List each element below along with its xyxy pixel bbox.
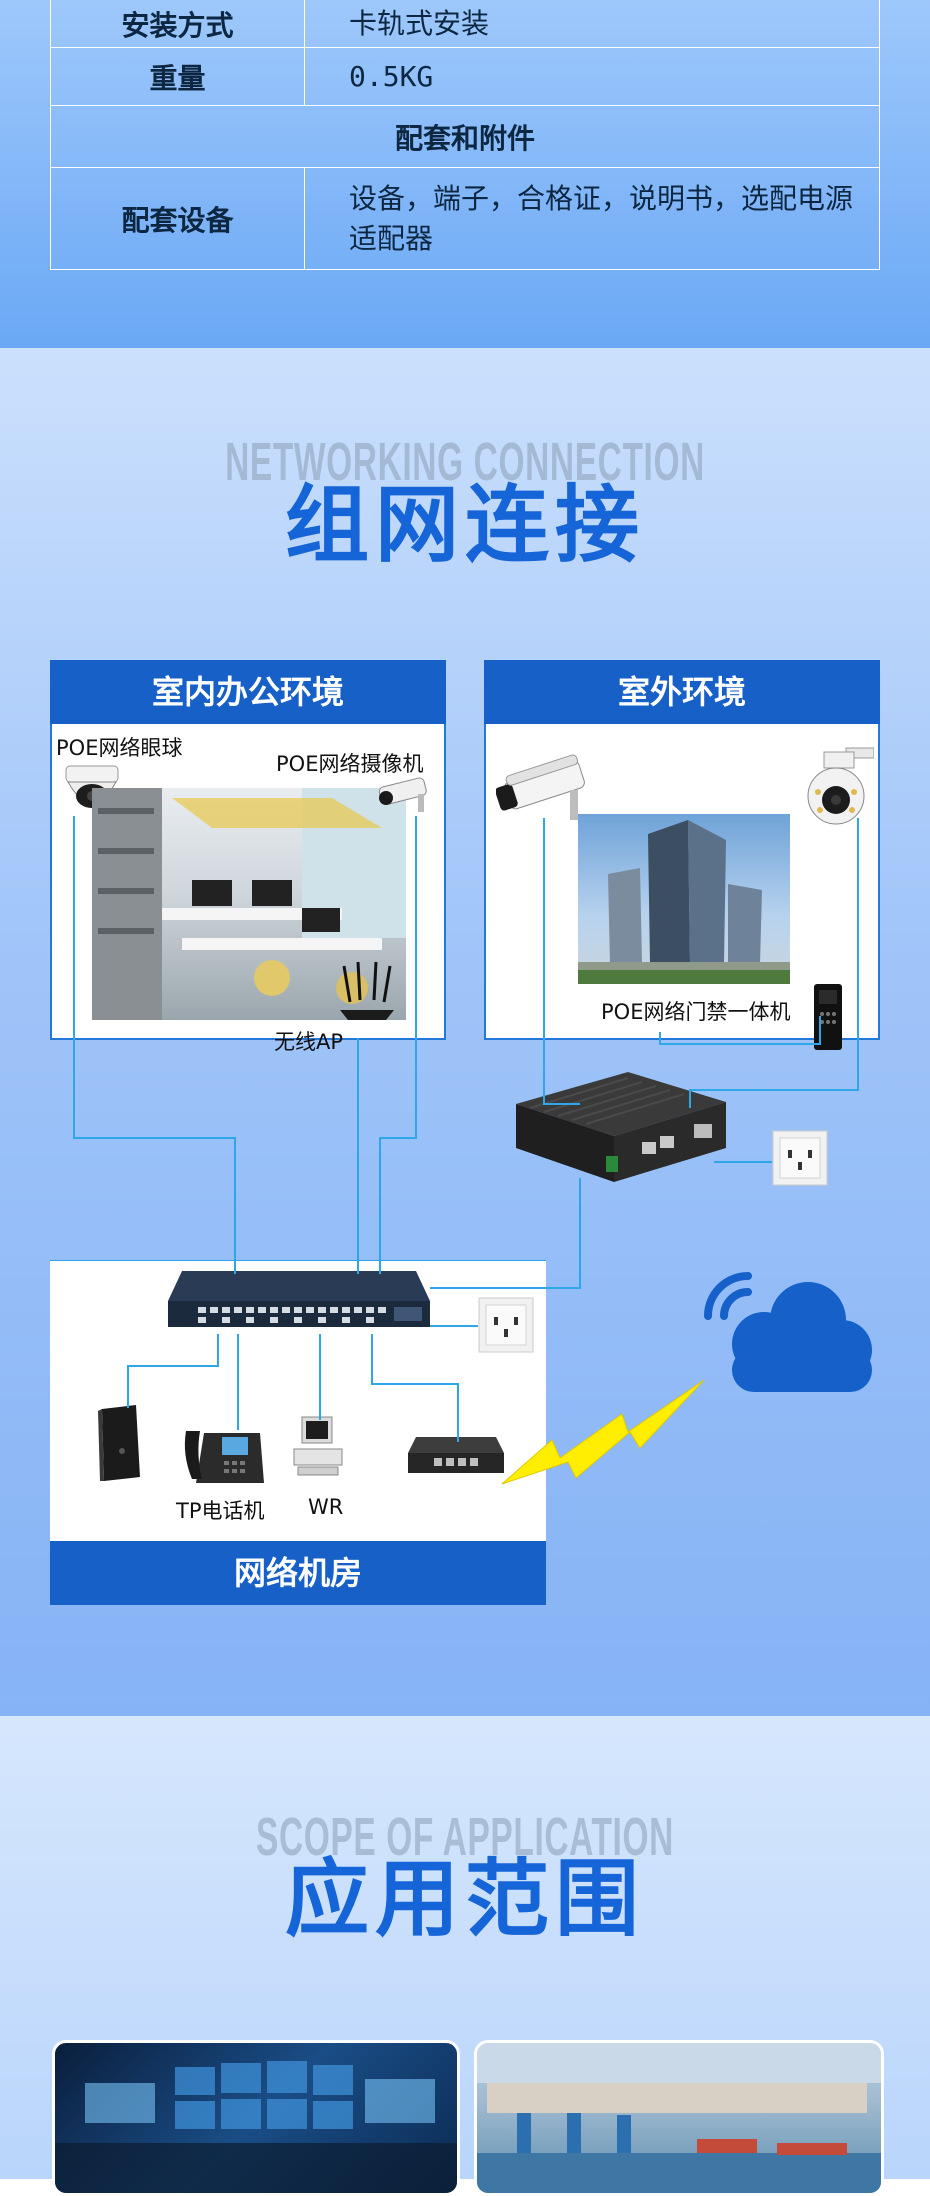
wire-access-to-switch xyxy=(659,1016,821,1045)
connection-lines xyxy=(73,816,859,1442)
section-bg-english: SCOPE OF APPLICATION xyxy=(256,1807,674,1867)
control-room-scene-icon xyxy=(55,2061,457,2193)
spec-row: 重量 0.5KG xyxy=(50,47,880,106)
networking-section: NETWORKING CONNECTION 组网连接 室内办公环境 POE网络眼… xyxy=(0,348,930,1716)
core-switch-icon xyxy=(168,1271,430,1327)
wire-bullet-to-switch xyxy=(379,816,417,1274)
wireless-ap-label: 无线AP xyxy=(274,1030,344,1054)
section-title: 组网连接 xyxy=(284,476,645,574)
spec-value: 卡轨式安装 xyxy=(304,0,880,48)
bullet-camera-icon xyxy=(378,777,427,812)
building-scene-icon xyxy=(578,820,790,984)
desk-phone-icon xyxy=(184,1431,264,1483)
wall-socket-icon xyxy=(478,1297,534,1353)
application-section: SCOPE OF APPLICATION 应用范围 xyxy=(0,1716,930,2196)
wireless-ap-icon xyxy=(340,962,394,1020)
wire-industrial-to-core xyxy=(430,1178,581,1289)
spec-row: 配套设备 设备，端子，合格证，说明书，选配电源适配器 xyxy=(50,167,880,270)
server-room-panel: TP电话机 WR 网络机房 xyxy=(50,1260,546,1605)
outdoor-panel-title: 室外环境 xyxy=(484,660,880,724)
server-room-title: 网络机房 xyxy=(50,1541,546,1605)
indoor-panel-title: 室内办公环境 xyxy=(50,660,446,724)
application-card-control-room xyxy=(52,2040,460,2196)
wr-label: WR xyxy=(308,1495,344,1519)
spec-section-row: 配套和附件 xyxy=(50,105,880,168)
building-photo xyxy=(578,814,790,984)
outdoor-bullet-camera-icon xyxy=(496,754,585,820)
spec-value: 设备，端子，合格证，说明书，选配电源适配器 xyxy=(304,167,880,270)
ptz-camera-icon xyxy=(807,747,874,825)
port-scene-icon xyxy=(477,2043,881,2193)
spec-table: 安装方式 卡轨式安装 重量 0.5KG 配套和附件 配套设备 设备，端子，合格证… xyxy=(50,0,880,270)
cloud-icon xyxy=(704,1272,872,1392)
dome-camera-label: POE网络眼球 xyxy=(56,736,183,760)
wire-core-to-edge xyxy=(371,1334,459,1442)
spec-key: 配套设备 xyxy=(50,167,305,270)
edge-switch-icon xyxy=(408,1437,504,1473)
spec-value: 0.5KG xyxy=(304,47,880,106)
wall-socket-icon xyxy=(772,1130,828,1186)
office-photo xyxy=(92,788,406,1020)
spec-row: 安装方式 卡轨式安装 xyxy=(50,0,880,48)
application-card-port xyxy=(474,2040,884,2196)
wire-ptz-to-switch xyxy=(689,818,859,1108)
tp-phone-label: TP电话机 xyxy=(176,1499,265,1523)
workstation-icon xyxy=(293,1416,343,1476)
wire-outdoor-cam-to-switch xyxy=(543,818,580,1105)
spec-section-header: 配套和附件 xyxy=(50,105,880,168)
spec-section: 安装方式 卡轨式安装 重量 0.5KG 配套和附件 配套设备 设备，端子，合格证… xyxy=(0,0,930,348)
section-title: 应用范围 xyxy=(284,1850,645,1948)
pc-tower-icon xyxy=(98,1405,140,1481)
lightning-bolt-icon xyxy=(501,1379,705,1485)
section-bg-english: NETWORKING CONNECTION xyxy=(225,432,705,492)
spec-key: 重量 xyxy=(50,47,305,106)
bullet-camera-label: POE网络摄像机 xyxy=(276,752,424,776)
spec-key: 安装方式 xyxy=(50,0,305,48)
indoor-panel: 室内办公环境 POE网络眼球 POE网络摄像机 无线AP xyxy=(50,660,446,1054)
wire-core-to-pc xyxy=(127,1334,219,1408)
outdoor-panel: 室外环境 POE网络门禁一体机 xyxy=(484,660,880,1050)
wire-dome-to-switch xyxy=(73,816,236,1274)
access-control-label: POE网络门禁一体机 xyxy=(601,1000,791,1024)
office-scene-icon xyxy=(92,788,406,1020)
industrial-switch-icon xyxy=(516,1072,726,1182)
